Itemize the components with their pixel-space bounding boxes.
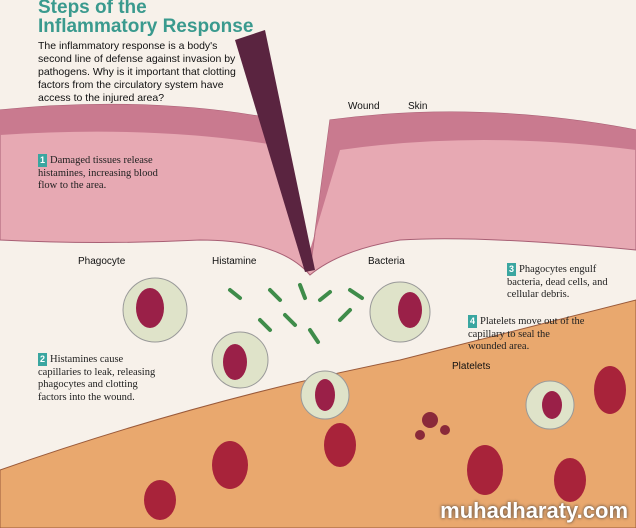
bacteria	[228, 283, 364, 344]
needle	[235, 30, 315, 272]
label-skin: Skin	[408, 101, 428, 112]
title-line-2: Inflammatory Response	[38, 16, 254, 37]
label-phagocyte: Phagocyte	[78, 256, 126, 267]
red-blood-cells	[144, 366, 626, 520]
watermark: muhadharaty.com	[440, 498, 628, 523]
label-histamine: Histamine	[212, 256, 257, 267]
platelets	[415, 412, 450, 440]
step-text: Damaged tissues release histamines, incr…	[38, 155, 158, 191]
skin-surface	[0, 104, 636, 270]
label-platelets: Platelets	[452, 361, 491, 372]
title-line-1: Steps of the	[38, 0, 147, 18]
step-number: 1	[38, 154, 48, 167]
intro-text: The inflammatory response is a body's se…	[38, 40, 236, 104]
step-number: 2	[38, 353, 48, 366]
label-wound: Wound	[348, 101, 380, 112]
step-text: Platelets move out of the capillary to s…	[468, 316, 585, 352]
step-number: 3	[507, 263, 517, 276]
label-bacteria: Bacteria	[368, 256, 405, 267]
step-text: Histamines cause capillaries to leak, re…	[38, 354, 156, 403]
step-text: Phagocytes engulf bacteria, dead cells, …	[507, 264, 608, 300]
phagocytes	[122, 277, 575, 430]
step-number: 4	[468, 315, 478, 328]
